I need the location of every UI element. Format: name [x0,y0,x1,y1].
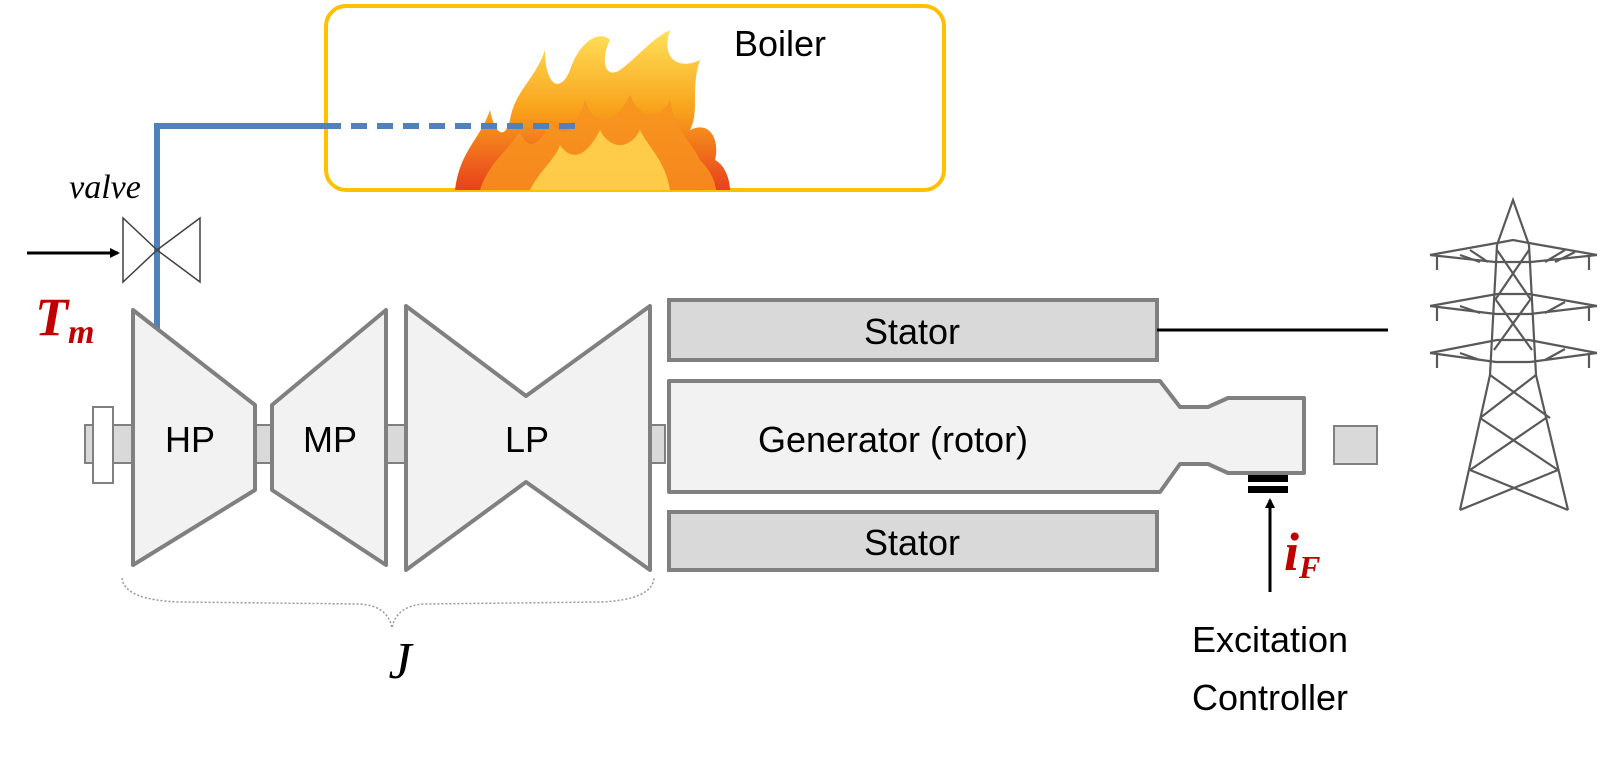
excitation-label-line2: Controller [1192,677,1348,718]
valve: valve [27,169,201,284]
stator-top [667,298,1159,362]
generator-rotor [667,379,1306,494]
mp-turbine [270,308,388,567]
mp-label: MP [303,419,357,460]
transmission-tower-icon [1429,196,1598,512]
stator-bottom-label: Stator [864,522,960,563]
inertia-label: J [388,633,414,690]
brush-contact [1248,486,1288,493]
stator-bottom [667,510,1159,572]
shaft-flange [92,406,114,484]
inertia-brace [121,577,655,629]
stator-top-label: Stator [864,311,960,352]
lp-label: LP [505,419,549,460]
mechanical-torque-label: Tm [35,287,94,351]
boiler: Boiler [324,4,946,192]
rotor-shaft-end [1333,425,1378,465]
excitation-label-line1: Excitation [1192,619,1348,660]
lp-turbine [404,304,652,572]
rotor-label: Generator (rotor) [758,419,1028,460]
boiler-label: Boiler [734,23,826,64]
brush-contact [1248,475,1288,482]
field-current-label: iF [1284,522,1320,585]
hp-label: HP [165,419,215,460]
valve-label: valve [69,169,141,206]
valve-icon [122,216,201,284]
flame-icon [455,30,730,190]
hp-turbine [131,308,257,567]
